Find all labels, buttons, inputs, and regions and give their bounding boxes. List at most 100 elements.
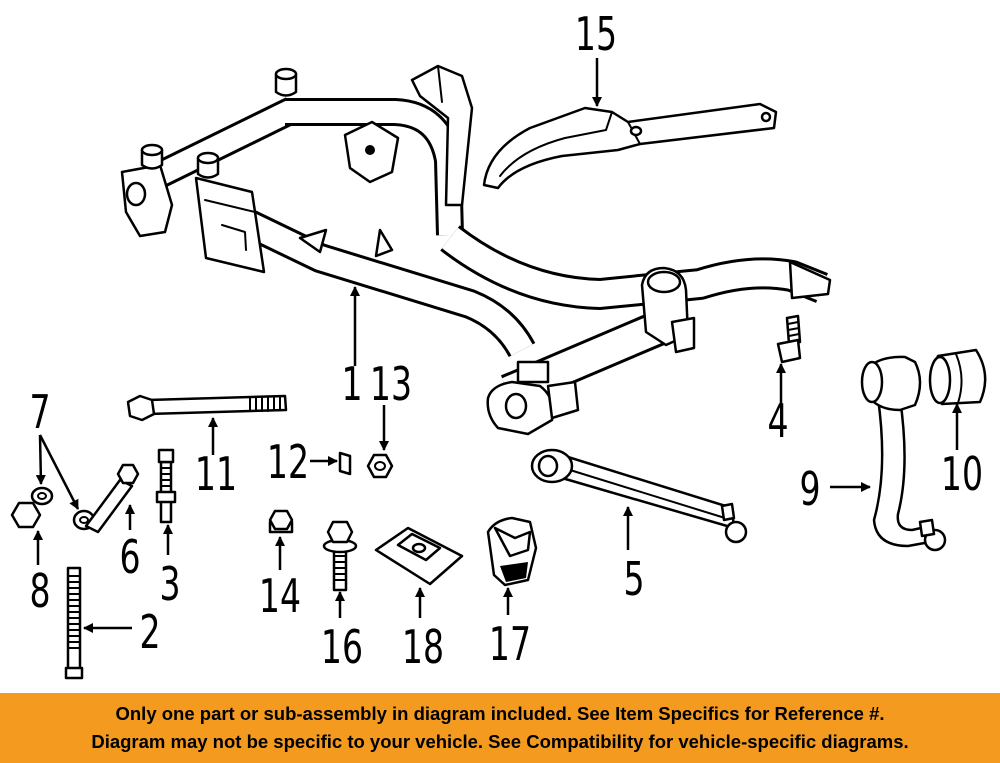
bolt11-thread — [249, 396, 281, 412]
part-7-washers — [30, 486, 96, 531]
bracket-plate — [482, 102, 778, 190]
stud2-shank — [66, 566, 82, 678]
part-14-nut — [268, 509, 294, 534]
bracket-fold — [499, 111, 613, 177]
bracket-hole-b — [760, 111, 772, 123]
callout-12: 12 — [267, 437, 309, 490]
part-13-nut — [366, 453, 394, 479]
washer7-a-hole — [37, 492, 47, 500]
part-9-control-arm — [860, 355, 947, 552]
bushing-seam — [955, 353, 963, 404]
frame-right-mount-top — [646, 270, 682, 294]
frame-tall-bracket — [410, 64, 474, 207]
callout-arrows — [33, 58, 962, 633]
callout-4: 4 — [767, 396, 788, 449]
frame-bottom-mount-hole — [504, 392, 528, 420]
washer7-a — [30, 486, 54, 506]
part-4-bolt — [776, 314, 802, 364]
part-5-control-arm — [530, 448, 748, 544]
arm9-bushing-face — [860, 360, 884, 404]
frame-flange-b — [374, 228, 394, 258]
frame-flange-a — [298, 228, 328, 254]
frame-bushing-left-top — [140, 143, 164, 157]
frame-rear-crossmember-fill — [140, 100, 297, 192]
callout-3: 3 — [159, 559, 180, 612]
arm-ball-joint — [724, 520, 748, 544]
callout-17: 17 — [489, 619, 531, 672]
part-2-stud — [64, 566, 84, 680]
part-3-bolt — [155, 448, 177, 524]
bolt11-head — [126, 394, 156, 422]
callout-10: 10 — [941, 449, 983, 502]
part-11-bolt — [126, 394, 288, 422]
frame-bottom-tab — [546, 380, 580, 420]
mount17-pad — [493, 526, 532, 558]
callout-15: 15 — [575, 9, 617, 62]
callout-1: 1 — [341, 359, 362, 412]
frame-bracket-edge — [437, 65, 443, 103]
part-16-bolt — [322, 520, 358, 592]
bolt6-shank — [84, 478, 134, 534]
part-1-subframe — [120, 64, 832, 436]
nut14-hex — [268, 509, 294, 531]
arrow-7b — [38, 434, 80, 510]
bolt3-nut — [155, 490, 177, 504]
part-17-mount — [486, 516, 538, 587]
stud2-end — [64, 666, 84, 680]
callout-14: 14 — [259, 571, 301, 624]
washer7-b-hole — [79, 516, 89, 524]
bolt16-thread — [333, 555, 347, 581]
arrow-7a — [35, 434, 46, 485]
callout-labels: 15 1 13 7 11 12 4 9 10 8 6 3 2 14 16 18 … — [29, 9, 983, 675]
mount17-base — [500, 562, 528, 582]
part-12-clip — [338, 451, 352, 476]
frame-front-rail-fill — [204, 194, 533, 356]
nut8-hex — [10, 501, 42, 529]
notice-banner: Only one part or sub-assembly in diagram… — [0, 693, 1000, 763]
stud2-thread — [67, 575, 81, 649]
arm-ball-stud — [720, 502, 736, 522]
callout-5: 5 — [623, 554, 644, 607]
frame-bottom-cushion — [516, 360, 550, 384]
callout-13: 13 — [370, 359, 412, 412]
arm-body — [550, 450, 736, 530]
notice-line-2: Diagram may not be specific to your vehi… — [91, 731, 909, 752]
frame-right-crossmember-fill — [442, 227, 827, 307]
frame-right-mount-tab — [670, 316, 696, 354]
arm9-ball-stud — [918, 518, 936, 538]
arm-edge — [569, 469, 726, 519]
bushing-face — [928, 355, 952, 405]
bolt4-head — [776, 338, 802, 364]
bolt11-shank — [146, 394, 288, 416]
frame-center-hole — [365, 145, 375, 155]
part-8-nut — [10, 501, 42, 529]
part-6-bolt — [84, 463, 140, 534]
bracket-hole-a — [629, 125, 643, 137]
bolt4-thread — [787, 321, 800, 337]
arm-bushing-hole — [537, 454, 559, 478]
frame-tapered-end — [788, 260, 832, 300]
part-18-clip-nut — [374, 526, 464, 586]
frame-bushing-mid-top — [196, 151, 220, 165]
clipnut-hole — [411, 542, 427, 554]
nut13-hole — [374, 461, 386, 471]
bolt3-head — [157, 448, 175, 464]
frame-left-box-detail — [221, 224, 247, 251]
notice-line-1: Only one part or sub-assembly in diagram… — [115, 703, 885, 724]
part-10-bushing — [928, 348, 987, 406]
frame-left-mount-hole — [125, 181, 147, 207]
exploded-parts-diagram: 15 1 13 7 11 12 4 9 10 8 6 3 2 14 16 18 … — [10, 9, 987, 680]
callout-9: 9 — [799, 464, 820, 517]
frame-left-box-edge — [204, 199, 256, 213]
bolt3-thread — [160, 467, 172, 487]
callout-11: 11 — [195, 449, 237, 502]
callout-7: 7 — [29, 387, 50, 440]
part-15-bracket — [482, 102, 778, 190]
bolt6-head — [116, 463, 140, 485]
bolt16-head — [326, 520, 354, 544]
frame-left-box — [194, 176, 266, 274]
callout-18: 18 — [402, 622, 444, 675]
callout-16: 16 — [321, 622, 363, 675]
nut13-hex — [366, 453, 394, 479]
